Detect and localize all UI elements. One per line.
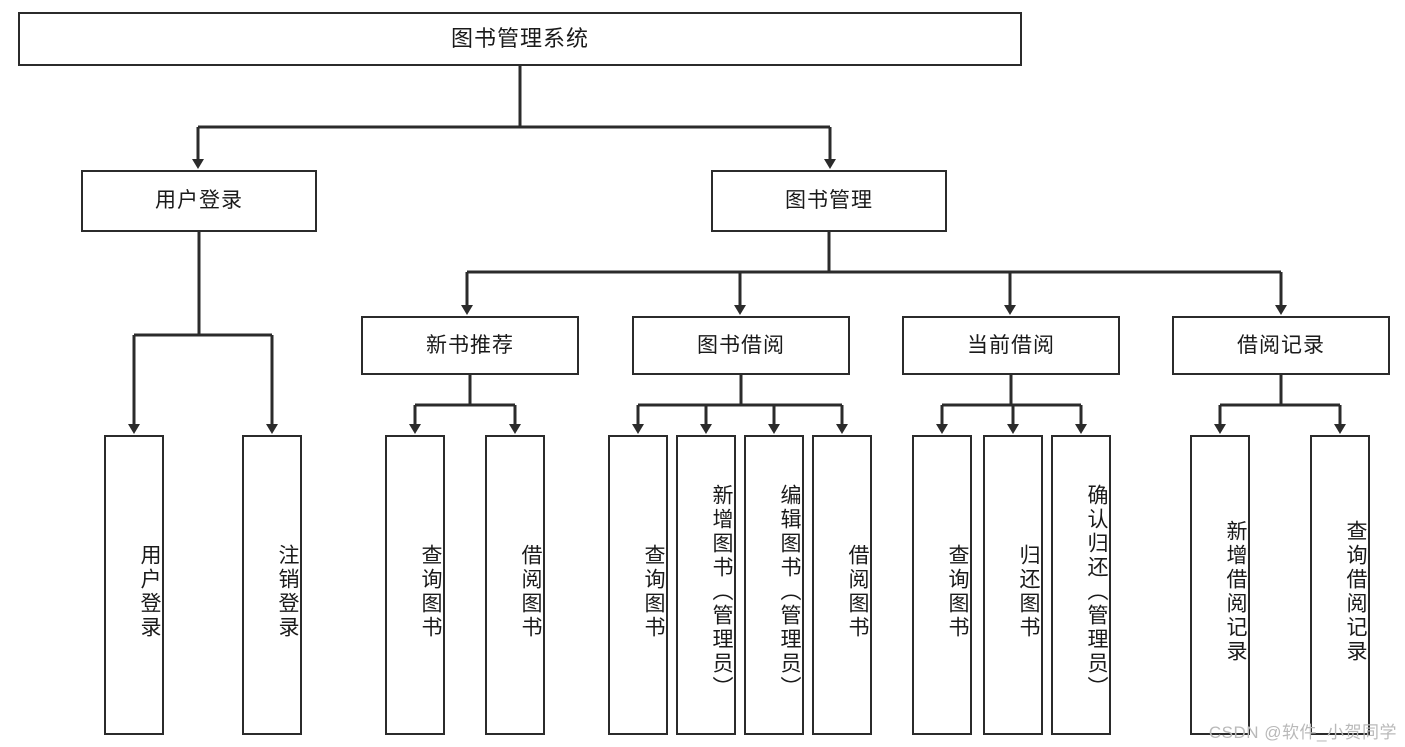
node-borrow-records-label: 借阅记录	[1237, 333, 1325, 357]
node-leaf-add-borrow-record-label: 新增借阅记录	[1224, 520, 1247, 664]
node-leaf-borrow-book-label: 借阅图书	[846, 544, 869, 640]
node-book-management-label: 图书管理	[785, 189, 873, 213]
node-current-borrow[interactable]: 当前借阅	[902, 316, 1120, 375]
node-leaf-add-book[interactable]: 新增图书（管理员）	[676, 435, 736, 735]
node-user-login-label: 用户登录	[155, 189, 243, 213]
node-leaf-edit-book[interactable]: 编辑图书（管理员）	[744, 435, 804, 735]
node-leaf-query-borrow-record-label: 查询借阅记录	[1344, 520, 1367, 664]
node-leaf-query-book-borrow[interactable]: 查询图书	[608, 435, 668, 735]
node-leaf-query-book-borrow-label: 查询图书	[642, 544, 665, 640]
node-root[interactable]: 图书管理系统	[18, 12, 1022, 66]
node-leaf-query-borrow-record[interactable]: 查询借阅记录	[1310, 435, 1370, 735]
node-book-borrow[interactable]: 图书借阅	[632, 316, 850, 375]
node-root-label: 图书管理系统	[450, 25, 589, 51]
node-new-book-recommend[interactable]: 新书推荐	[361, 316, 579, 375]
node-book-borrow-label: 图书借阅	[697, 333, 785, 357]
node-user-login[interactable]: 用户登录	[81, 170, 317, 232]
node-leaf-user-login-label: 用户登录	[138, 544, 161, 640]
node-leaf-query-book-current-label: 查询图书	[946, 544, 969, 640]
node-leaf-user-logout[interactable]: 注销登录	[242, 435, 302, 735]
node-current-borrow-label: 当前借阅	[967, 333, 1055, 357]
node-leaf-user-logout-label: 注销登录	[276, 544, 299, 640]
node-leaf-borrow-book[interactable]: 借阅图书	[812, 435, 872, 735]
node-leaf-query-book-recommend[interactable]: 查询图书	[385, 435, 445, 735]
node-leaf-add-borrow-record[interactable]: 新增借阅记录	[1190, 435, 1250, 735]
node-leaf-confirm-return-label: 确认归还（管理员）	[1085, 484, 1108, 700]
node-book-management[interactable]: 图书管理	[711, 170, 947, 232]
node-new-book-recommend-label: 新书推荐	[426, 333, 514, 357]
watermark-text: CSDN @软件_小贺同学	[1208, 723, 1397, 742]
node-leaf-add-book-label: 新增图书（管理员）	[710, 484, 733, 700]
node-leaf-edit-book-label: 编辑图书（管理员）	[778, 484, 801, 700]
node-leaf-borrow-book-recommend-label: 借阅图书	[519, 544, 542, 640]
node-leaf-borrow-book-recommend[interactable]: 借阅图书	[485, 435, 545, 735]
node-borrow-records[interactable]: 借阅记录	[1172, 316, 1390, 375]
node-leaf-confirm-return[interactable]: 确认归还（管理员）	[1051, 435, 1111, 735]
node-leaf-return-book-label: 归还图书	[1017, 544, 1040, 640]
node-leaf-return-book[interactable]: 归还图书	[983, 435, 1043, 735]
node-leaf-query-book-current[interactable]: 查询图书	[912, 435, 972, 735]
node-leaf-user-login[interactable]: 用户登录	[104, 435, 164, 735]
node-leaf-query-book-recommend-label: 查询图书	[419, 544, 442, 640]
